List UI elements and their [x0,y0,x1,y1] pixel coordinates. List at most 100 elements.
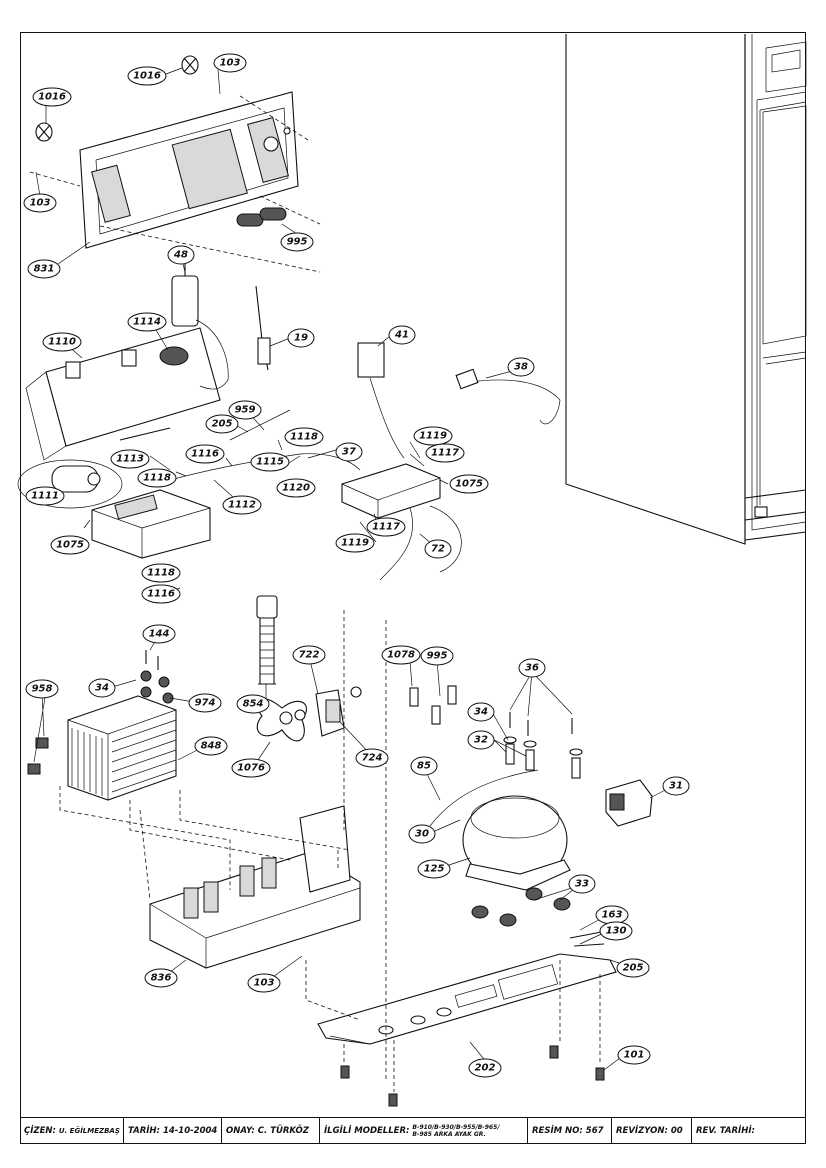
callout-1117: 1117 [425,443,465,463]
svg-text:202: 202 [475,1063,496,1074]
svg-text:1115: 1115 [256,457,284,468]
svg-text:205: 205 [212,419,233,430]
svg-text:958: 958 [32,684,53,695]
plug-cap-1016 [181,55,199,75]
relay-41 [357,342,405,459]
svg-text:1016: 1016 [38,92,66,103]
svg-text:724: 724 [362,753,383,764]
approved-label: ONAY: [226,1125,255,1136]
drawing-no-label: RESİM NO: [532,1125,583,1136]
callout-41: 41 [388,325,416,345]
screws-101 [340,1045,605,1107]
callout-1016: 1016 [32,87,72,107]
svg-text:144: 144 [149,629,170,640]
title-block: ÇİZEN: U. EĞİLMEZBAŞ TARİH: 14-10-2004 O… [20,1117,806,1143]
models-cell: İLGİLİ MODELLER: B-910/B-930/B-955/B-965… [320,1118,528,1143]
compressor-125 [429,769,571,891]
callout-1113: 1113 [110,449,150,469]
svg-text:1118: 1118 [290,432,318,443]
callout-205: 205 [205,414,239,434]
spacers-1078-995 [409,685,457,725]
callout-724: 724 [355,748,389,768]
svg-text:959: 959 [235,405,256,416]
callout-995: 995 [280,232,314,252]
callout-854: 854 [236,694,270,714]
callout-958: 958 [25,679,59,699]
svg-text:1116: 1116 [191,449,219,460]
back-panel [29,55,321,273]
cable-harness-959 [149,409,361,487]
svg-text:1118: 1118 [147,568,175,579]
svg-text:85: 85 [417,761,431,772]
callout-1119: 1119 [413,426,453,446]
svg-text:1117: 1117 [431,448,459,459]
bolts-36 [503,712,583,779]
callout-722: 722 [292,645,326,665]
callout-995: 995 [420,646,454,666]
models-line-2: B-985 ARKA AYAK GR. [412,1130,486,1138]
callout-836: 836 [144,968,178,988]
rubber-spacers-995 [236,207,287,227]
fasteners-144 [140,650,174,704]
svg-text:125: 125 [424,864,445,875]
drawn-by-cell: ÇİZEN: U. EĞİLMEZBAŞ [20,1118,124,1143]
svg-text:1112: 1112 [228,500,256,511]
callout-1118: 1118 [284,427,324,447]
fan-motor-724 [294,686,362,737]
callout-32: 32 [467,730,495,750]
callout-33: 33 [568,874,596,894]
drain-tray-836 [149,805,361,969]
callout-1118: 1118 [137,468,177,488]
svg-text:1075: 1075 [455,479,483,490]
callout-1111: 1111 [25,486,65,506]
svg-text:48: 48 [173,250,188,261]
svg-text:34: 34 [474,707,488,718]
electrical-bracket [17,262,561,581]
drawn-by-value: U. EĞİLMEZBAŞ [58,1126,120,1135]
svg-text:72: 72 [431,544,445,555]
svg-text:995: 995 [427,651,448,662]
svg-text:1117: 1117 [372,522,400,533]
callout-1114: 1114 [127,312,167,332]
wires-72 [379,505,462,581]
callout-103: 103 [213,53,247,73]
callout-101: 101 [617,1045,651,1065]
svg-text:974: 974 [195,698,216,709]
grommets-33 [471,887,571,927]
callout-19: 19 [287,328,315,348]
svg-text:31: 31 [669,781,683,792]
svg-text:205: 205 [623,963,644,974]
callout-1078: 1078 [381,645,421,665]
revision-cell: REVİZYON: 00 [612,1118,692,1143]
callout-974: 974 [188,693,222,713]
svg-text:163: 163 [602,910,623,921]
approved-cell: ONAY: C. TÜRKÖZ [222,1118,320,1143]
svg-text:722: 722 [299,650,320,661]
svg-text:1119: 1119 [341,538,369,549]
revision-date-cell: REV. TARİHİ: [692,1118,806,1143]
power-cord-38 [455,368,561,425]
svg-text:103: 103 [30,198,51,209]
revision-label: REVİZYON: [616,1125,668,1136]
date-value: 14-10-2004 [162,1125,218,1136]
relay-box-1075-right [341,463,441,519]
callout-959: 959 [228,400,262,420]
svg-text:831: 831 [34,264,55,275]
svg-text:130: 130 [606,926,627,937]
callout-34: 34 [88,678,116,698]
callout-1118: 1118 [141,563,181,583]
approved-value: C. TÜRKÖZ [257,1125,309,1136]
svg-text:1111: 1111 [31,491,59,502]
svg-text:1075: 1075 [56,540,84,551]
callout-125: 125 [417,859,451,879]
callout-848: 848 [194,736,228,756]
svg-text:1116: 1116 [147,589,175,600]
revision-date-label: REV. TARİHİ: [696,1125,755,1136]
callout-1116: 1116 [185,444,225,464]
callout-103: 103 [23,193,57,213]
svg-text:1016: 1016 [133,71,161,82]
svg-text:836: 836 [151,973,172,984]
callout-34: 34 [467,702,495,722]
capacitor-48 [171,262,229,390]
